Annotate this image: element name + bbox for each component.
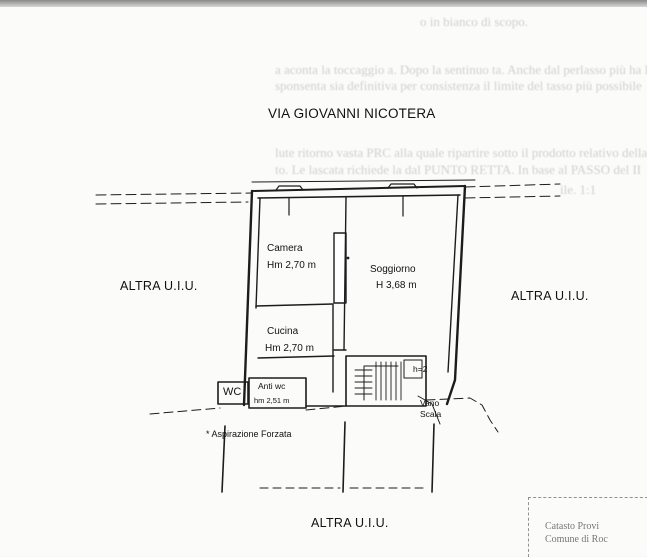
ghost-text-line-6: ile. 1:1 <box>560 182 597 197</box>
left-inner-wall <box>255 197 261 309</box>
street-line-lower <box>95 195 561 205</box>
neighbor-bottom-label: ALTRA U.I.U. <box>311 516 389 530</box>
antiwc-box <box>248 377 307 409</box>
cucina-lower-wall <box>257 349 347 359</box>
ghost-text-line-4: lute ritorno vasta PRC alla quale ripart… <box>275 145 647 160</box>
central-partition <box>333 232 347 304</box>
wc-box <box>217 381 249 405</box>
rear-line-right <box>305 397 499 433</box>
neighbor-right-label: ALTRA U.I.U. <box>511 289 589 303</box>
room-cucina-name: Cucina <box>267 326 299 337</box>
stamp-line-2: Comune di Roc <box>545 534 608 545</box>
room-camera-height: Hm 2,70 m <box>267 260 316 271</box>
street-label: VIA GIOVANNI NICOTERA <box>268 106 436 121</box>
room-cucina-height: Hm 2,70 m <box>265 343 314 354</box>
ghost-text-line-1: o in bianco di scopo. <box>420 14 528 29</box>
stamp-line-1: Catasto Provi <box>545 521 600 532</box>
facade-rule <box>251 179 476 183</box>
scan-top-edge <box>0 0 647 7</box>
lower-mid-wall <box>342 421 346 493</box>
facade-wall-outer <box>251 185 466 192</box>
scala-door <box>417 395 441 425</box>
facade-wall-inner <box>257 194 461 199</box>
room-antiwc-name: Anti wc <box>258 381 286 391</box>
room-soggiorno-name: Soggiorno <box>370 264 416 275</box>
window-right <box>387 183 418 217</box>
stair-h-label: h=2 <box>413 364 428 374</box>
left-outer-wall <box>242 189 254 407</box>
right-outer-wall <box>445 184 467 406</box>
central-wall-line <box>343 197 347 351</box>
stair-arrow <box>363 365 399 401</box>
window-left <box>275 185 304 216</box>
room-antiwc-height: hm 2,51 m <box>254 396 290 405</box>
stair-landing <box>403 359 423 379</box>
camera-cucina-wall <box>255 303 334 307</box>
neighbor-left-label: ALTRA U.I.U. <box>120 279 198 293</box>
rear-line-left <box>149 407 221 415</box>
stair-core <box>345 355 427 407</box>
cadastre-stamp: Catasto Provi Comune di Roc <box>528 497 647 557</box>
stair-treads <box>354 361 402 401</box>
aspiration-note: * Aspirazione Forzata <box>206 429 292 439</box>
ghost-text-line-2: a aconta la toccaggio a. Dopo la sentinu… <box>275 62 647 77</box>
room-camera-name: Camera <box>267 243 303 254</box>
plan-dot <box>346 256 350 260</box>
room-wc-name: WC <box>223 386 242 398</box>
ghost-text-line-3: sponsenta sia definitiva per consistenza… <box>275 78 642 93</box>
room-soggiorno-height: H 3,68 m <box>376 280 417 291</box>
lower-right-wall <box>431 423 435 493</box>
room-scala-name: Vano Scala <box>420 398 442 419</box>
lower-left-wall <box>221 425 226 493</box>
street-line-upper <box>95 183 561 196</box>
right-inner-wall <box>447 194 459 373</box>
ghost-text-line-5: to. Le lascata richiede la dal PUNTO RET… <box>275 162 642 177</box>
